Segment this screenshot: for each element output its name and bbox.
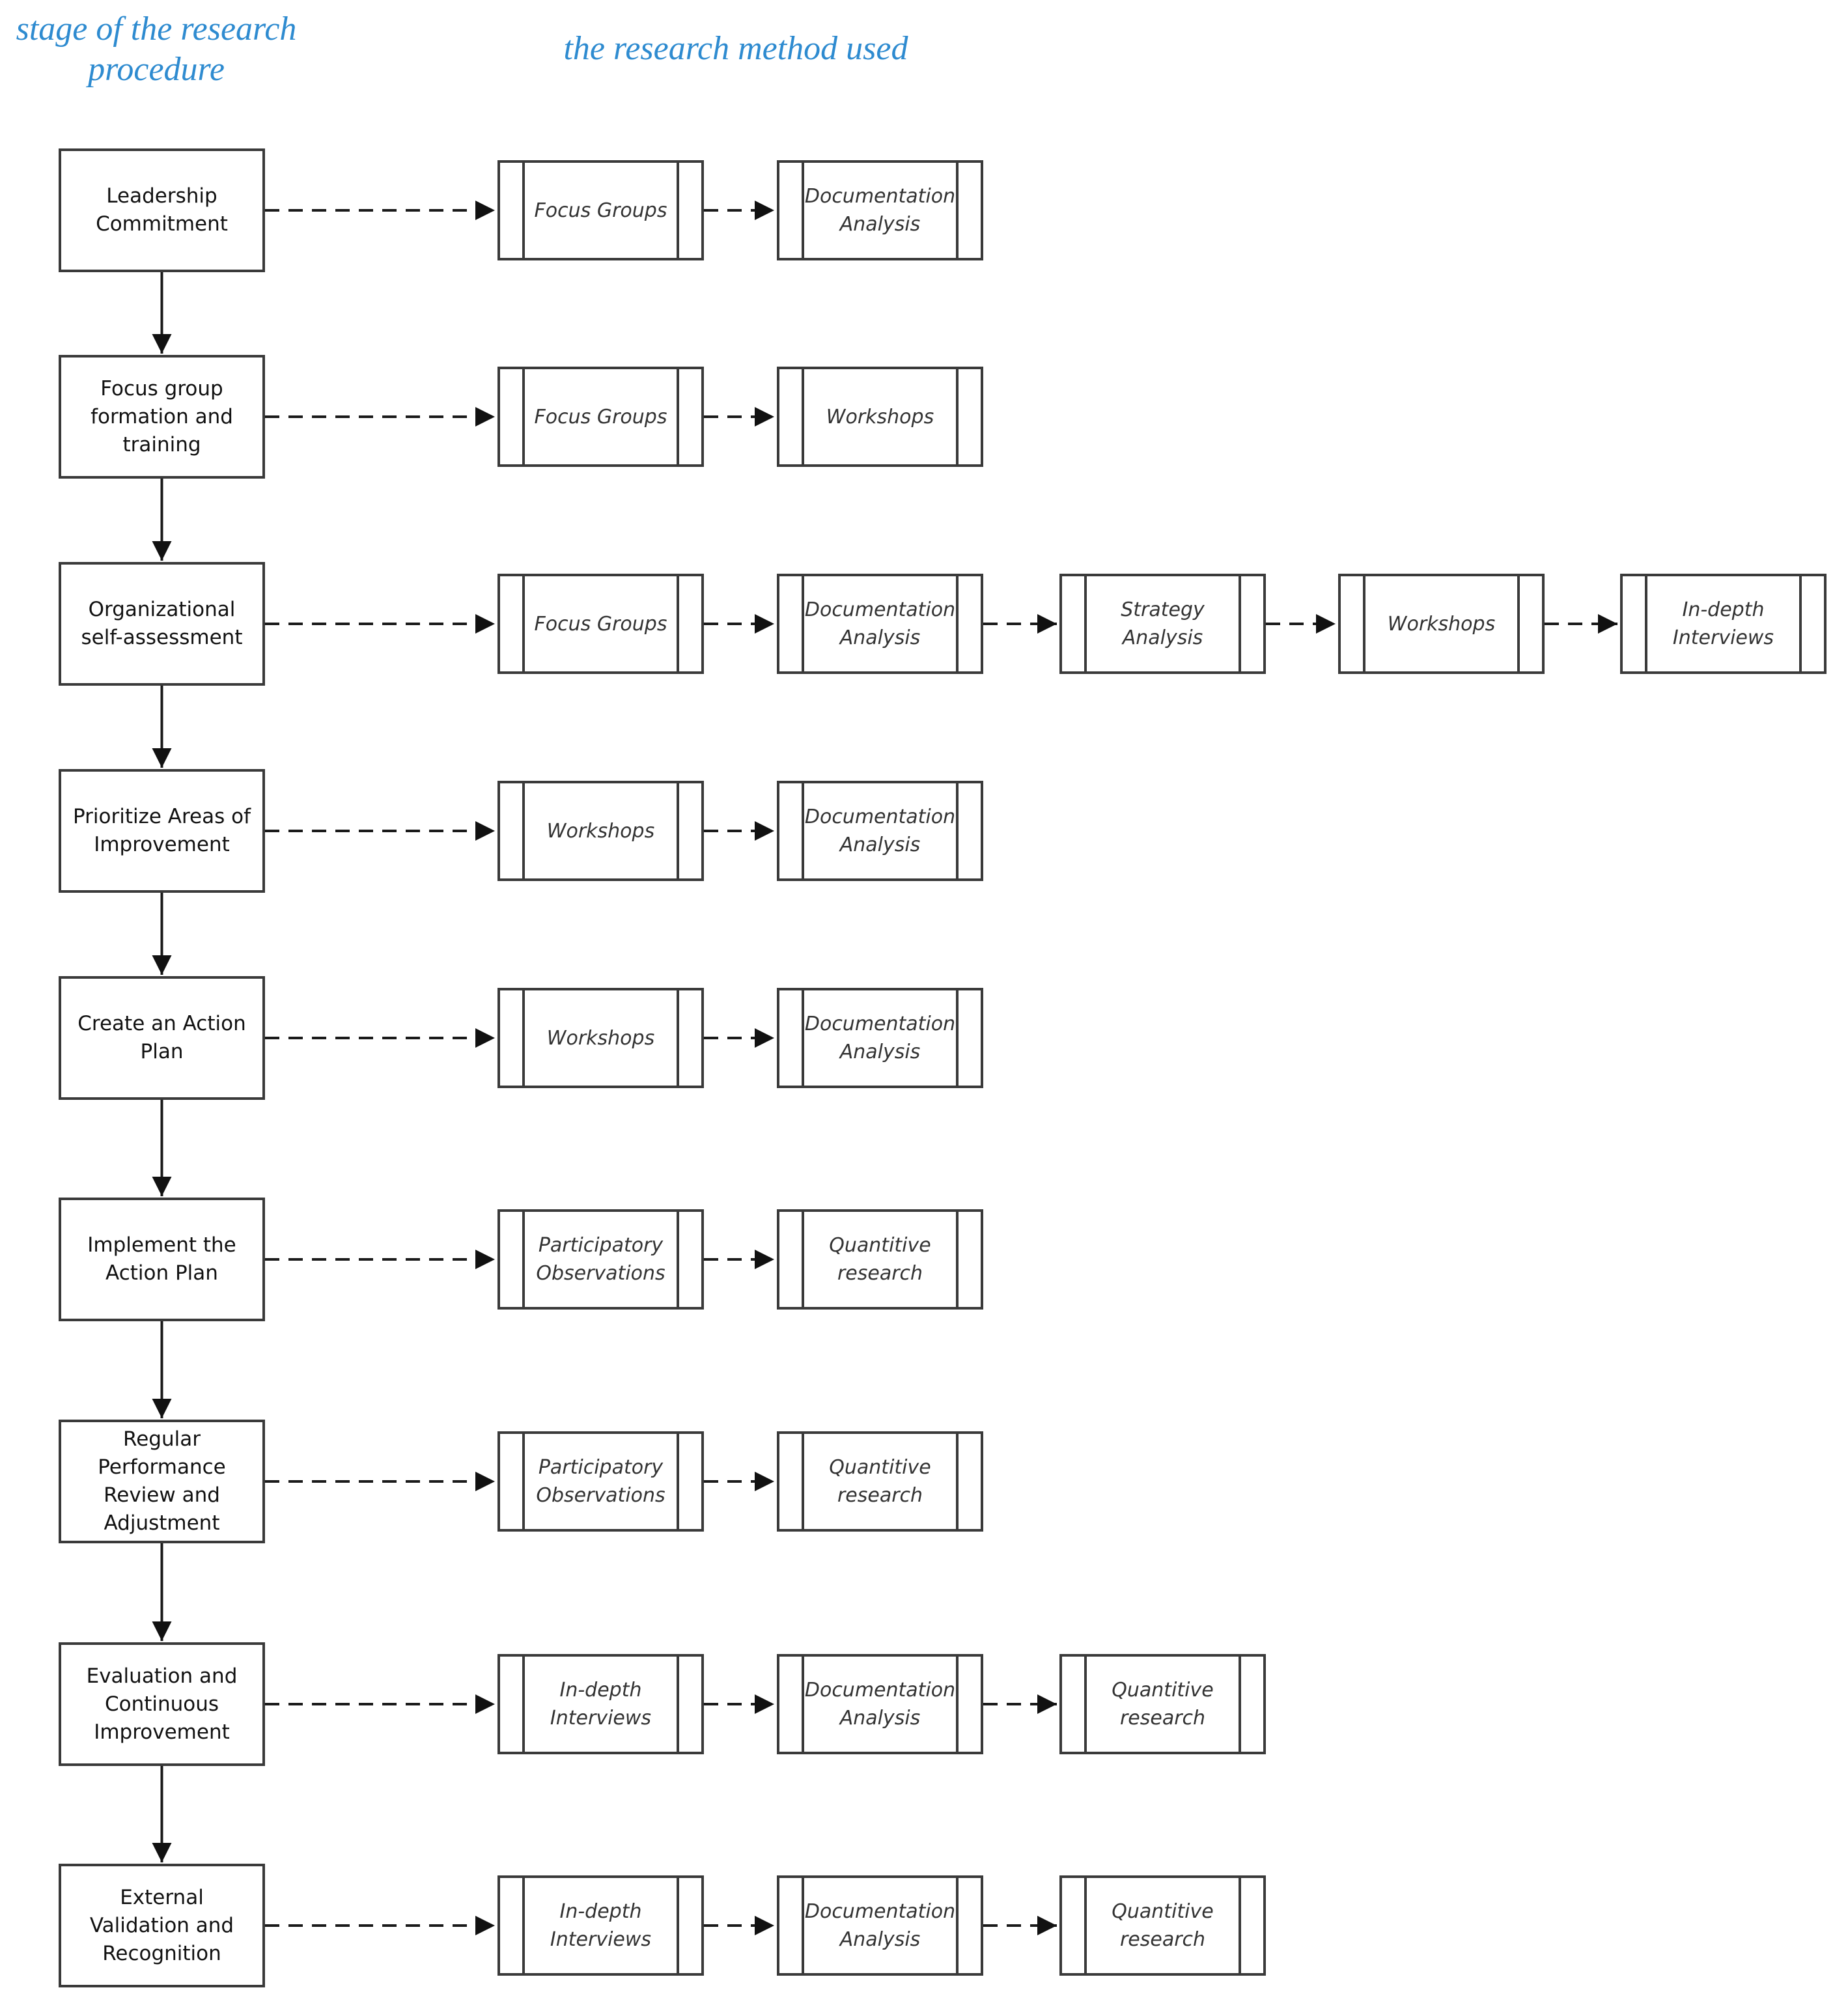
stage-column-header: stage of the research procedure: [16, 10, 297, 88]
stage-label: Regular Performance Review and Adjustmen…: [98, 1427, 226, 1535]
method-box-documentation-analysis: Documentation Analysis: [777, 160, 983, 260]
method-label: Documentation Analysis: [804, 1900, 956, 1951]
method-label: Workshops: [546, 1026, 655, 1050]
stage-label: Organizational self-assessment: [81, 598, 243, 649]
method-box-strategy-analysis: Strategy Analysis: [1059, 574, 1266, 674]
stage-label: Create an Action Plan: [77, 1012, 246, 1063]
method-box-in-depth-interviews: In-depth Interviews: [1620, 574, 1827, 674]
stage-label: Evaluation and Continuous Improvement: [86, 1664, 238, 1744]
method-label: Documentation Analysis: [804, 1013, 956, 1063]
method-box-documentation-analysis: Documentation Analysis: [777, 1875, 983, 1976]
method-box-quantitive-research: Quantitive research: [1059, 1654, 1266, 1754]
method-label: Focus Groups: [534, 199, 667, 222]
stage-label: Prioritize Areas of Improvement: [72, 805, 251, 856]
method-box-in-depth-interviews: In-depth Interviews: [497, 1654, 704, 1754]
method-label: Focus Groups: [534, 612, 667, 636]
method-label: Documentation Analysis: [804, 806, 956, 856]
method-label: In-depth Interviews: [550, 1900, 652, 1951]
method-label: Quantitive research: [1112, 1900, 1214, 1951]
method-box-in-depth-interviews: In-depth Interviews: [497, 1875, 704, 1976]
method-box-workshops: Workshops: [1338, 574, 1545, 674]
stage-box-organizational-self-assessment: Organizational self-assessment: [59, 562, 265, 686]
method-label: Documentation Analysis: [804, 598, 956, 649]
method-box-focus-groups: Focus Groups: [497, 574, 704, 674]
stage-box-implement-the-action-plan: Implement the Action Plan: [59, 1198, 265, 1321]
method-box-workshops: Workshops: [497, 988, 704, 1088]
method-box-quantitive-research: Quantitive research: [777, 1209, 983, 1310]
stage-box-leadership-commitment: Leadership Commitment: [59, 148, 265, 272]
method-box-documentation-analysis: Documentation Analysis: [777, 988, 983, 1088]
stage-label: Focus group formation and training: [91, 376, 233, 456]
method-box-documentation-analysis: Documentation Analysis: [777, 1654, 983, 1754]
method-box-quantitive-research: Quantitive research: [777, 1431, 983, 1532]
stage-box-prioritize-areas-of-improvement: Prioritize Areas of Improvement: [59, 769, 265, 893]
method-box-documentation-analysis: Documentation Analysis: [777, 574, 983, 674]
method-box-participatory-observations: Participatory Observations: [497, 1209, 704, 1310]
method-box-workshops: Workshops: [777, 367, 983, 467]
method-label: Documentation Analysis: [804, 1679, 956, 1730]
method-box-workshops: Workshops: [497, 781, 704, 881]
stage-box-external-validation-and-recognition: External Validation and Recognition: [59, 1864, 265, 1987]
method-label: Documentation Analysis: [804, 185, 956, 236]
stage-label: Implement the Action Plan: [87, 1233, 236, 1285]
method-label: In-depth Interviews: [1672, 598, 1774, 649]
method-label: Focus Groups: [534, 405, 667, 428]
method-label: Quantitive research: [1112, 1679, 1214, 1730]
stage-box-focus-group-formation-and-training: Focus group formation and training: [59, 355, 265, 479]
method-column-header: the research method used: [563, 30, 908, 67]
stage-box-regular-performance-review-and-adjustment: Regular Performance Review and Adjustmen…: [59, 1420, 265, 1543]
stage-box-create-an-action-plan: Create an Action Plan: [59, 976, 265, 1100]
method-box-quantitive-research: Quantitive research: [1059, 1875, 1266, 1976]
method-label: In-depth Interviews: [550, 1679, 652, 1730]
method-box-participatory-observations: Participatory Observations: [497, 1431, 704, 1532]
method-box-focus-groups: Focus Groups: [497, 367, 704, 467]
stage-label: External Validation and Recognition: [89, 1885, 234, 1965]
stage-label: Leadership Commitment: [96, 184, 228, 236]
method-label: Strategy Analysis: [1121, 598, 1205, 649]
method-label: Participatory Observations: [536, 1234, 665, 1285]
method-label: Quantitive research: [829, 1456, 931, 1507]
method-box-focus-groups: Focus Groups: [497, 160, 704, 260]
method-label: Workshops: [1387, 612, 1496, 636]
method-label: Workshops: [826, 405, 934, 428]
method-label: Workshops: [546, 819, 655, 843]
method-label: Quantitive research: [829, 1234, 931, 1285]
stage-box-evaluation-and-continuous-improvement: Evaluation and Continuous Improvement: [59, 1642, 265, 1766]
method-box-documentation-analysis: Documentation Analysis: [777, 781, 983, 881]
method-label: Participatory Observations: [536, 1456, 665, 1507]
